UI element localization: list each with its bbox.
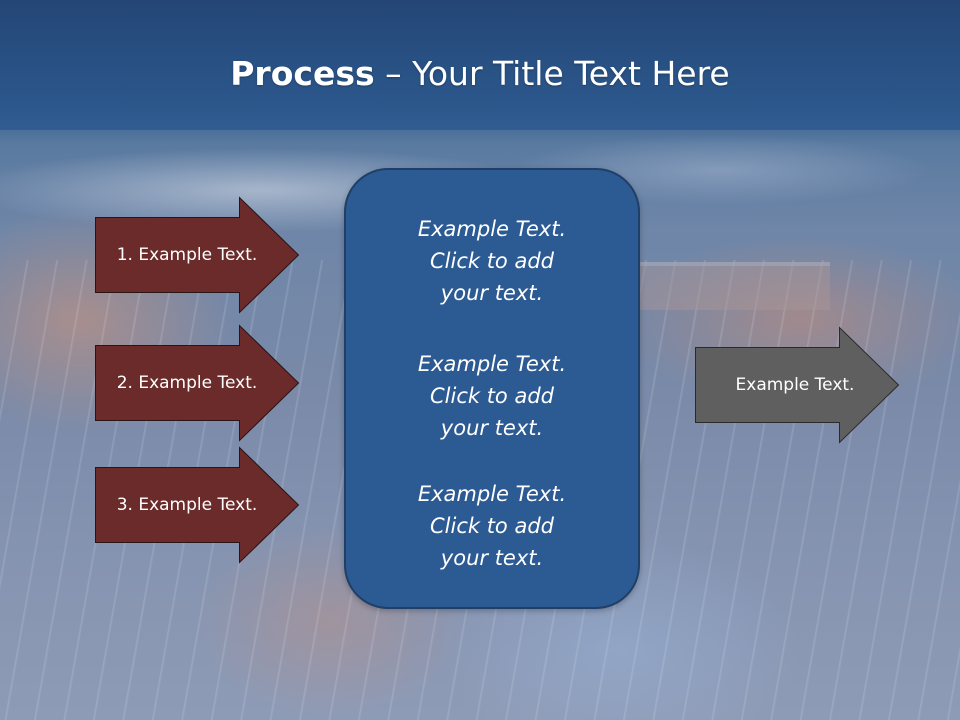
block-line-2: Click to add: [429, 514, 554, 538]
block-line-2: Click to add: [429, 249, 554, 273]
block-line-3: your text.: [440, 281, 544, 305]
arrow-shape: [95, 196, 300, 314]
output-arrow-label: Example Text.: [735, 375, 855, 395]
center-process-box[interactable]: Example Text. Click to add your text. Ex…: [344, 168, 640, 609]
input-arrow-label: 3. Example Text.: [116, 495, 258, 515]
center-text-block-2[interactable]: Example Text. Click to add your text.: [346, 348, 638, 444]
block-line-1: Example Text.: [417, 217, 567, 241]
title-band: [0, 0, 960, 130]
block-line-3: your text.: [440, 416, 544, 440]
input-arrow-3[interactable]: 3. Example Text.: [95, 446, 300, 564]
title-rest-part: – Your Title Text Here: [374, 54, 730, 93]
center-text-block-3[interactable]: Example Text. Click to add your text.: [346, 478, 638, 574]
block-line-1: Example Text.: [417, 482, 567, 506]
block-line-2: Click to add: [429, 384, 554, 408]
arrow-shape: [95, 446, 300, 564]
input-arrow-1[interactable]: 1. Example Text.: [95, 196, 300, 314]
block-line-1: Example Text.: [417, 352, 567, 376]
slide-title[interactable]: Process – Your Title Text Here: [0, 52, 960, 96]
arrow-shape: [95, 324, 300, 442]
input-arrow-label: 1. Example Text.: [116, 245, 258, 265]
input-arrow-label: 2. Example Text.: [116, 373, 258, 393]
output-arrow[interactable]: Example Text.: [695, 326, 900, 444]
block-line-3: your text.: [440, 546, 544, 570]
input-arrow-2[interactable]: 2. Example Text.: [95, 324, 300, 442]
depot-building: [640, 262, 830, 310]
title-bold-part: Process: [230, 54, 375, 93]
center-text-block-1[interactable]: Example Text. Click to add your text.: [346, 213, 638, 309]
arrow-shape: [695, 326, 900, 444]
